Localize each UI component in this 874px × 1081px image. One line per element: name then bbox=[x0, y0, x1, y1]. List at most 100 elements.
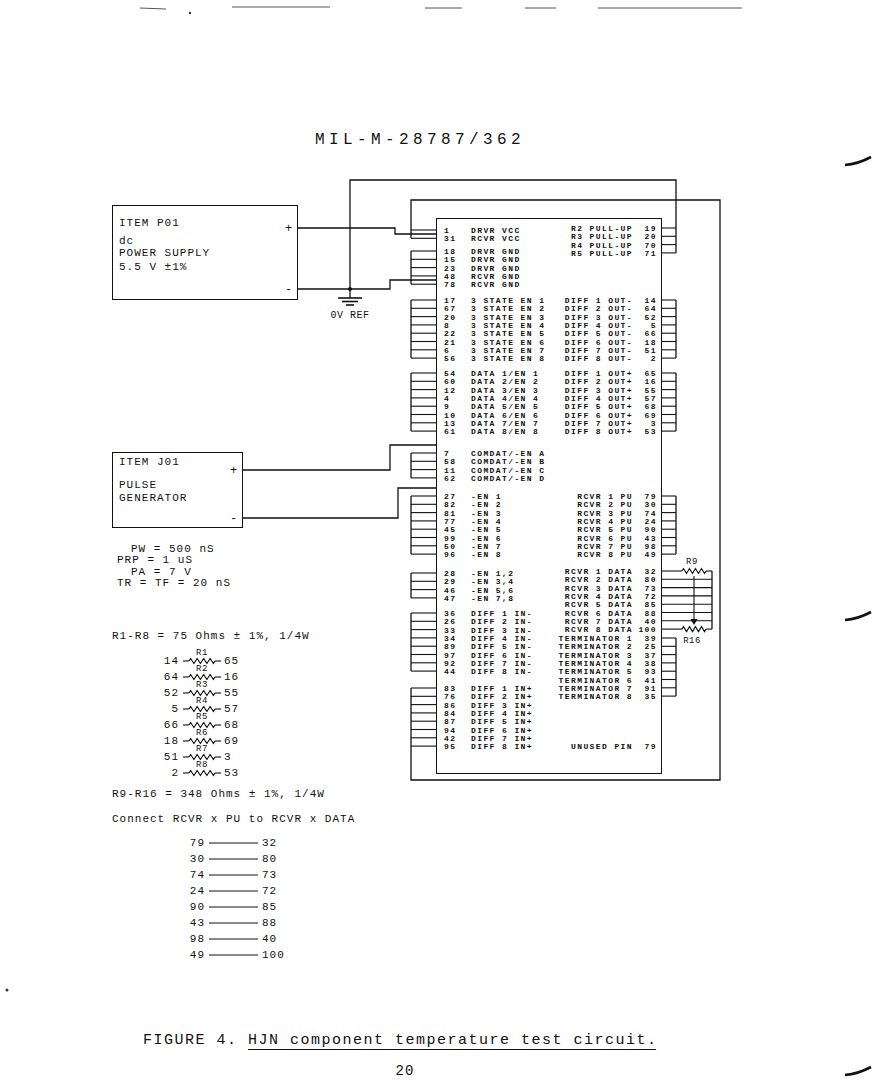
pin-name: TERMINATOR 6 bbox=[559, 677, 633, 685]
pin-number: 96 bbox=[444, 551, 456, 559]
pin-name: DRVR GND bbox=[471, 256, 521, 264]
pin-number: 79 bbox=[190, 838, 205, 849]
pulse-parameter: PRP = 1 uS bbox=[117, 555, 193, 566]
ground-symbol bbox=[342, 301, 358, 303]
resistor-symbol bbox=[189, 707, 215, 712]
pin-stub bbox=[662, 349, 676, 350]
resistor-name: R16 bbox=[683, 637, 701, 646]
pin-stub bbox=[662, 604, 712, 605]
scan-mark bbox=[845, 1067, 871, 1075]
pin-name: DIFF 7 OUT+ bbox=[565, 420, 633, 428]
pin-number: 40 bbox=[645, 618, 657, 626]
pin-number: 5 bbox=[171, 704, 179, 715]
pin-stub bbox=[411, 512, 436, 513]
pin-number: 54 bbox=[444, 370, 456, 378]
pin-name: -EN 6 bbox=[471, 535, 502, 543]
resistor-lead bbox=[183, 740, 189, 741]
pin-number: 64 bbox=[645, 305, 657, 313]
pin-name: DIFF 1 IN- bbox=[471, 610, 533, 618]
pin-number: 43 bbox=[190, 918, 205, 929]
resistor-lead bbox=[215, 692, 221, 693]
pin-name: RCVR 6 DATA bbox=[565, 610, 633, 618]
pin-name: R4 PULL-UP bbox=[571, 242, 633, 250]
resistor-lead bbox=[215, 740, 221, 741]
scan-mark bbox=[598, 8, 742, 9]
pin-stub bbox=[662, 587, 712, 588]
pin-stub bbox=[411, 572, 436, 573]
pin-stub bbox=[662, 381, 676, 382]
pin-stub bbox=[662, 244, 676, 245]
pin-number: 79 bbox=[645, 743, 657, 751]
bus-line bbox=[675, 638, 676, 696]
pin-name: DRVR GND bbox=[471, 248, 521, 256]
bus-line bbox=[675, 300, 676, 358]
pin-stub bbox=[662, 422, 676, 423]
pin-name: DIFF 6 IN+ bbox=[471, 727, 533, 735]
pin-number: 97 bbox=[444, 652, 456, 660]
pin-number: 14 bbox=[164, 656, 179, 667]
resistor-symbol bbox=[189, 675, 215, 680]
pin-name: RCVR GND bbox=[471, 281, 521, 289]
pin-stub bbox=[662, 227, 676, 228]
pin-number: 51 bbox=[645, 347, 657, 355]
pin-number: 77 bbox=[444, 518, 456, 526]
resistor-symbol bbox=[189, 691, 215, 696]
resistor-symbol bbox=[189, 739, 215, 744]
scan-mark bbox=[845, 612, 871, 620]
resistor-lead bbox=[183, 772, 189, 773]
resistor-lead bbox=[183, 708, 189, 709]
device-under-test: 1DRVR VCC31RCVR VCC18DRVR GND15DRVR GND2… bbox=[436, 218, 662, 774]
pin-name: DIFF 5 IN- bbox=[471, 643, 533, 651]
scan-mark bbox=[6, 989, 9, 992]
pin-stub bbox=[662, 529, 676, 530]
pin-stub bbox=[662, 324, 676, 325]
pin-name: DIFF 2 IN+ bbox=[471, 693, 533, 701]
connection-line bbox=[209, 858, 258, 859]
resistor-name: R2 bbox=[196, 664, 208, 673]
pin-stub bbox=[662, 687, 676, 688]
terminal-polarity: + bbox=[285, 223, 293, 235]
pin-number: 30 bbox=[190, 854, 205, 865]
pin-stub bbox=[411, 324, 436, 325]
pin-number: 95 bbox=[444, 743, 456, 751]
pin-number: 80 bbox=[645, 576, 657, 584]
pin-name: DIFF 3 OUT+ bbox=[565, 387, 633, 395]
resistor-symbol bbox=[682, 627, 706, 632]
pin-stub bbox=[706, 629, 712, 630]
bus-line bbox=[410, 373, 411, 431]
pin-number: 87 bbox=[444, 718, 456, 726]
pin-stub bbox=[662, 620, 712, 621]
pin-stub bbox=[662, 397, 676, 398]
pin-name: RCVR 1 PU bbox=[577, 493, 633, 501]
pin-stub bbox=[411, 308, 436, 309]
pin-stub bbox=[411, 477, 436, 478]
pin-number: 29 bbox=[444, 578, 456, 586]
pin-name: RCVR 5 DATA bbox=[565, 601, 633, 609]
pin-stub bbox=[662, 662, 676, 663]
pin-name: DIFF 3 IN- bbox=[471, 627, 533, 635]
pin-number: 16 bbox=[224, 672, 239, 683]
instrument-rating: 5.5 V ±1% bbox=[119, 262, 187, 273]
pin-name: DIFF 6 OUT- bbox=[565, 339, 633, 347]
pin-number: 24 bbox=[645, 518, 657, 526]
arrow-head bbox=[691, 619, 698, 625]
pin-name: -EN 5 bbox=[471, 526, 502, 534]
pin-name: DATA 3/EN 3 bbox=[471, 387, 539, 395]
pin-stub bbox=[662, 358, 676, 359]
terminal-polarity: - bbox=[230, 513, 238, 525]
page-number: 20 bbox=[396, 1064, 415, 1078]
pin-name: DATA 1/EN 1 bbox=[471, 370, 539, 378]
bus-line bbox=[410, 573, 411, 598]
pin-stub bbox=[411, 597, 436, 598]
pin-number: 27 bbox=[444, 493, 456, 501]
connection-note: Connect RCVR x PU to RCVR x DATA bbox=[112, 814, 355, 825]
pin-number: 69 bbox=[645, 412, 657, 420]
caption-underline bbox=[248, 1049, 656, 1050]
pin-name: RCVR VCC bbox=[471, 235, 521, 243]
pin-number: 50 bbox=[444, 543, 456, 551]
pin-stub bbox=[662, 654, 676, 655]
pin-stub bbox=[411, 581, 436, 582]
pin-stub bbox=[411, 504, 436, 505]
pin-number: 69 bbox=[224, 736, 239, 747]
pin-number: 17 bbox=[444, 297, 456, 305]
